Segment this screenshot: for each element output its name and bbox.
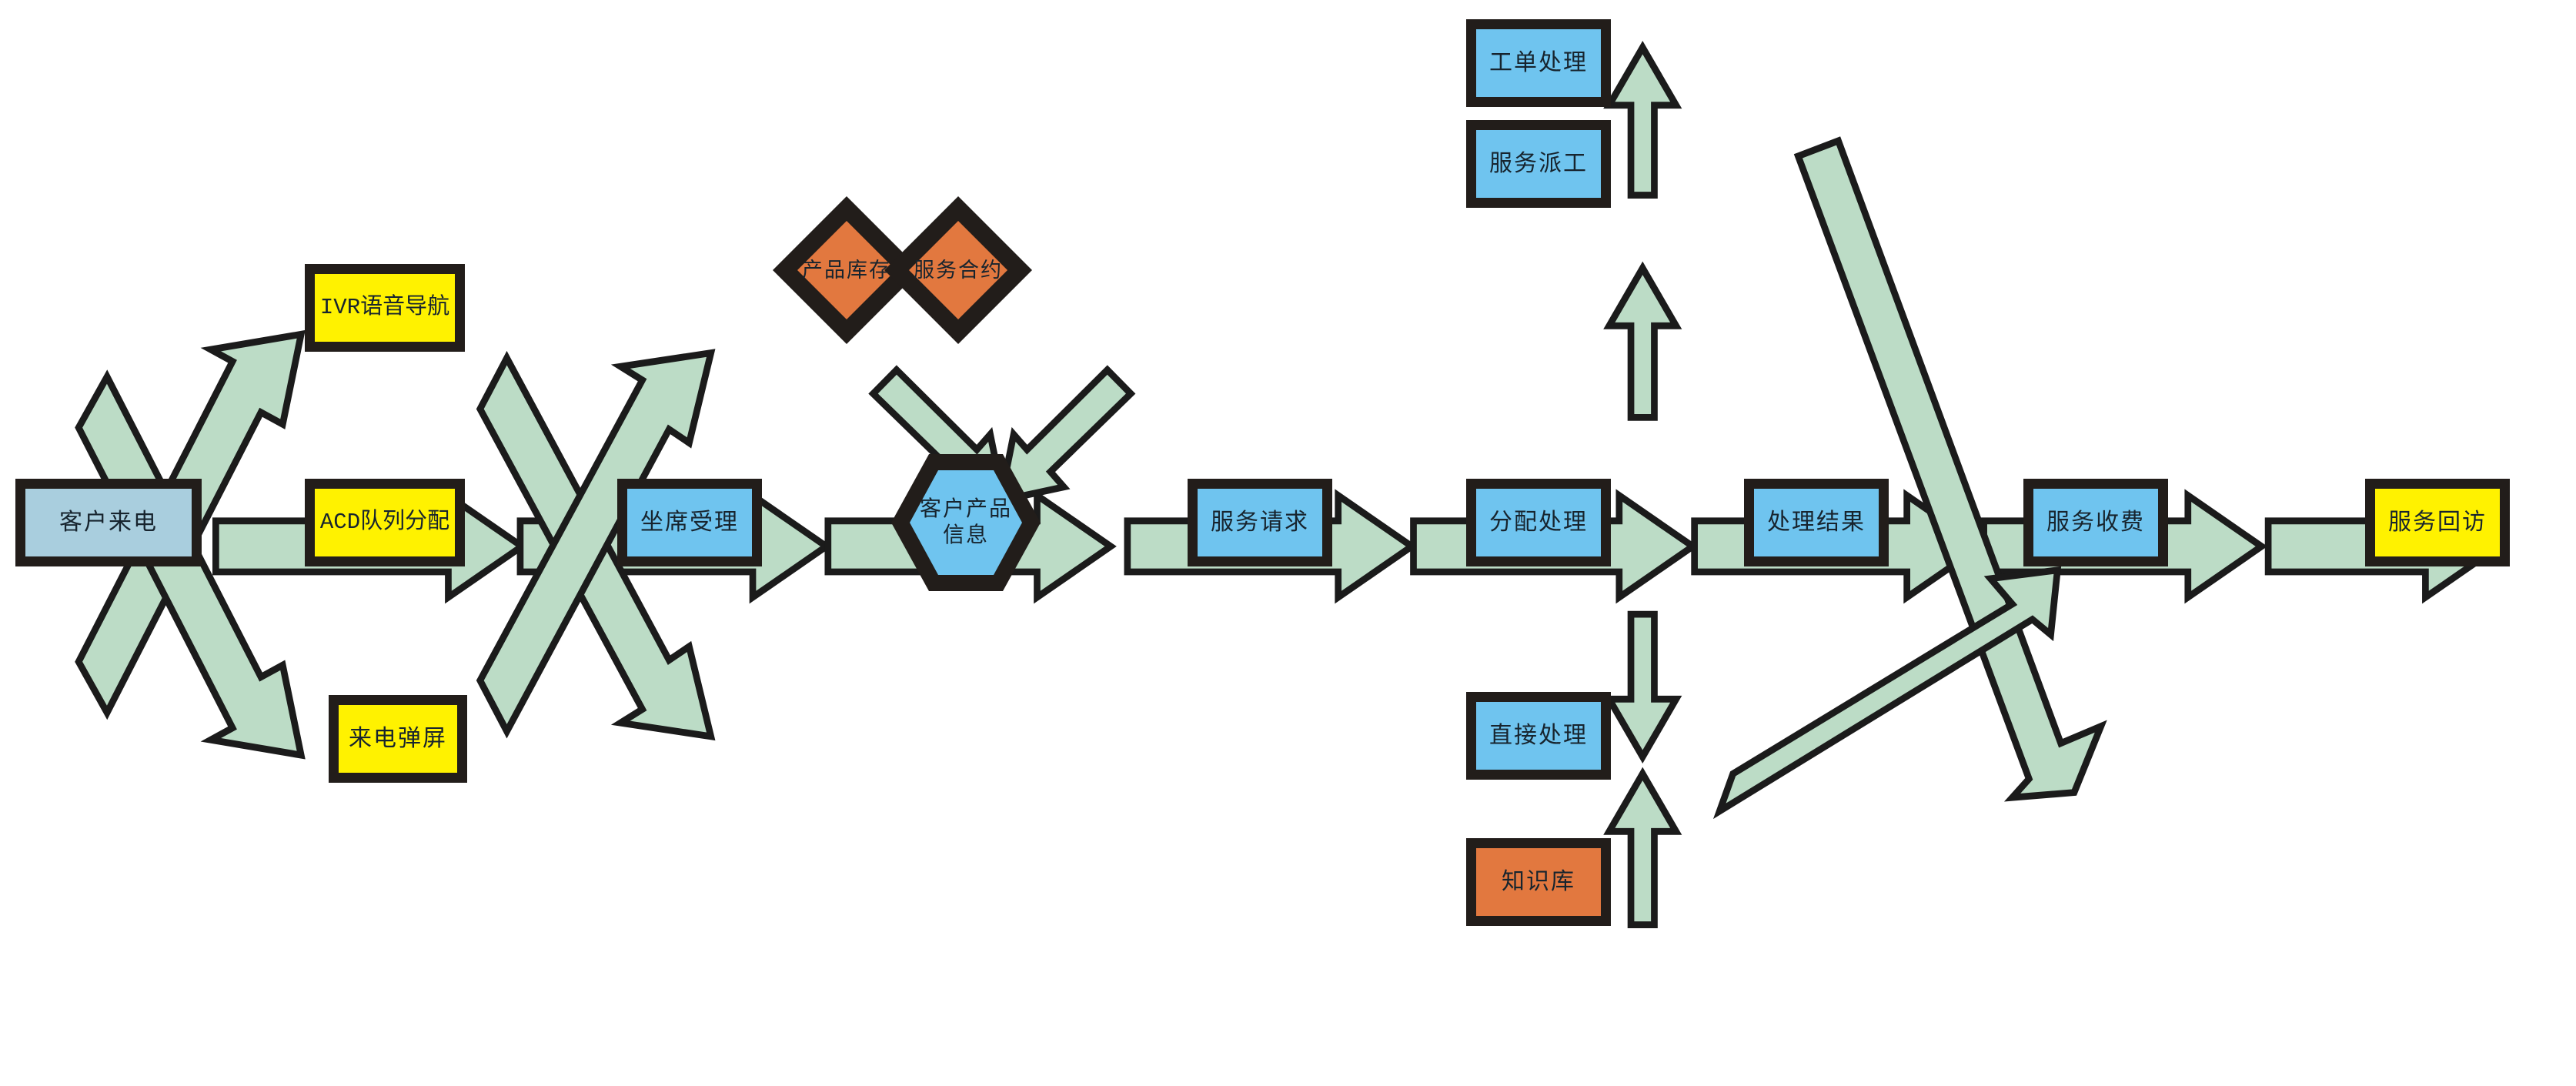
node-label: 知识库: [1502, 868, 1575, 894]
node-label: ACD队列分配: [319, 510, 450, 536]
node-label: 来电弹屏: [349, 725, 447, 751]
node-label: 分配处理: [1489, 509, 1588, 535]
arrow-zhijiechuli-to-chuliguo: [1712, 566, 2062, 820]
node-label: 服务请求: [1211, 509, 1309, 535]
node-ivr-voice-navigation[interactable]: IVR语音导航: [305, 264, 465, 352]
node-work-order-processing[interactable]: 工单处理: [1466, 19, 1611, 107]
arrow-gongdanchuli-to-chuliguo: [1793, 136, 2107, 802]
arrow-fenpeichuli-to-zhijiechuli: [1603, 610, 1682, 764]
node-service-charging[interactable]: 服务收费: [2023, 479, 2168, 566]
node-agent-acceptance[interactable]: 坐席受理: [617, 479, 762, 566]
node-label: 服务合约: [914, 258, 1003, 282]
arrow-fenpeichuli-to-fuwupaigong: [1603, 261, 1682, 421]
arrow-laidiantanping-to-zuoxi: [476, 349, 716, 739]
node-label: 产品库存: [802, 258, 891, 282]
node-label: 坐席受理: [640, 509, 739, 535]
node-label: 服务派工: [1489, 150, 1588, 176]
hexagon-shape: [891, 454, 1041, 591]
node-customer-call[interactable]: 客户来电: [15, 479, 202, 566]
node-customer-product-info[interactable]: 客户产品 信息: [889, 452, 1043, 593]
node-label: 客户产品 信息: [919, 497, 1012, 547]
node-direct-processing[interactable]: 直接处理: [1466, 692, 1611, 780]
node-knowledge-base[interactable]: 知识库: [1466, 838, 1611, 926]
node-incoming-call-screenpop[interactable]: 来电弹屏: [329, 695, 467, 783]
diamond-shape: [884, 196, 1032, 344]
node-acd-queue-allocation[interactable]: ACD队列分配: [305, 479, 465, 566]
arrow-fuwupaigong-to-gongdanchuli: [1603, 41, 1682, 199]
node-processing-result[interactable]: 处理结果: [1744, 479, 1889, 566]
node-service-dispatch[interactable]: 服务派工: [1466, 120, 1611, 208]
node-product-inventory[interactable]: 产品库存: [770, 193, 924, 347]
node-label: IVR语音导航: [319, 295, 450, 321]
node-service-contract[interactable]: 服务合约: [881, 193, 1035, 347]
node-service-request[interactable]: 服务请求: [1188, 479, 1332, 566]
arrow-zhishiku-to-zhijiechuli: [1603, 767, 1682, 928]
node-service-followup[interactable]: 服务回访: [2365, 479, 2510, 566]
node-label: 工单处理: [1489, 49, 1588, 75]
node-label: 处理结果: [1767, 509, 1866, 535]
node-allocation-processing[interactable]: 分配处理: [1466, 479, 1611, 566]
node-label: 直接处理: [1489, 722, 1588, 748]
node-label: 服务收费: [2046, 509, 2145, 535]
diamond-shape: [773, 196, 920, 344]
node-label: 客户来电: [59, 509, 158, 535]
node-label: 服务回访: [2388, 509, 2487, 535]
